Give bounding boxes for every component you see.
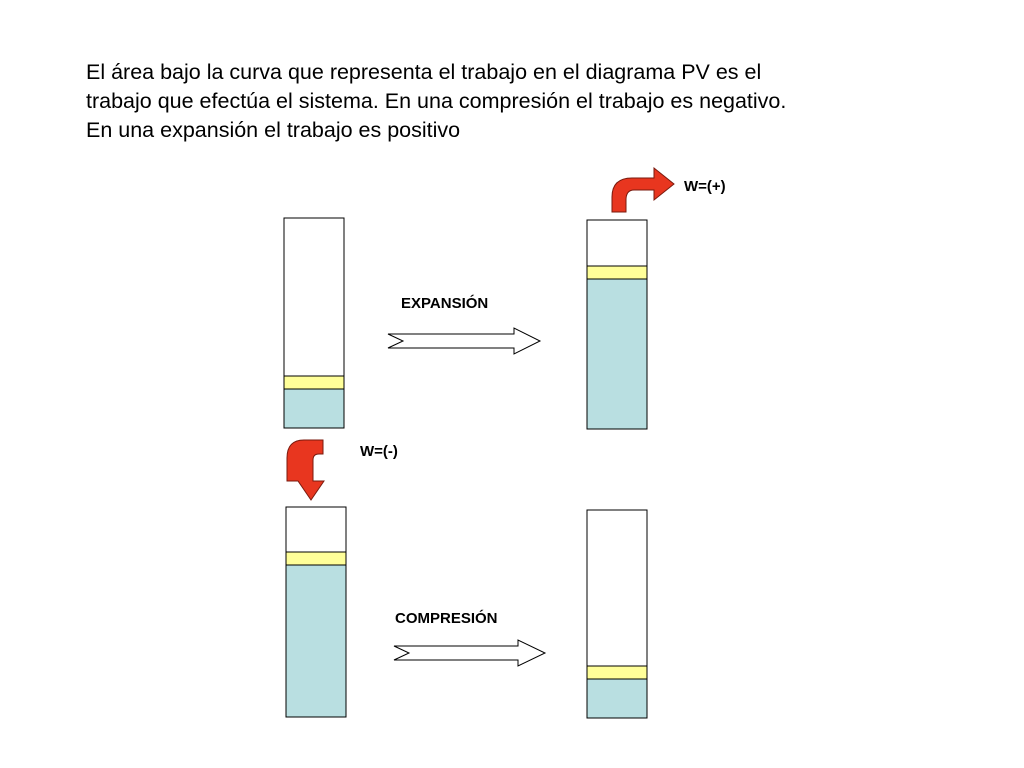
work-out-arrow-icon — [611, 166, 675, 213]
gas-region — [285, 564, 347, 718]
piston — [586, 665, 648, 680]
piston — [586, 265, 648, 280]
cylinder-before-compression — [285, 506, 347, 718]
gas-region — [283, 388, 345, 429]
explanation-line-3: En una expansión el trabajo es positivo — [86, 118, 461, 142]
work-positive-label: W=(+) — [684, 178, 726, 195]
expansion-label: EXPANSIÓN — [401, 295, 489, 312]
cylinder-before-expansion — [283, 217, 345, 429]
cylinder-after-expansion — [586, 219, 648, 430]
expansion-arrow-icon — [387, 327, 542, 355]
explanation-text: El área bajo la curva que representa el … — [86, 58, 946, 145]
piston — [285, 551, 347, 566]
cylinder-after-compression — [586, 509, 648, 719]
gas-region — [586, 678, 648, 719]
work-in-arrow-icon — [286, 439, 325, 501]
compression-arrow-icon — [393, 639, 547, 667]
work-negative-label: W=(-) — [360, 443, 398, 460]
explanation-line-1: El área bajo la curva que representa el … — [86, 60, 762, 84]
piston — [283, 375, 345, 390]
gas-region — [586, 278, 648, 430]
explanation-line-2: trabajo que efectúa el sistema. En una c… — [86, 89, 787, 113]
compression-label: COMPRESIÓN — [395, 610, 498, 627]
